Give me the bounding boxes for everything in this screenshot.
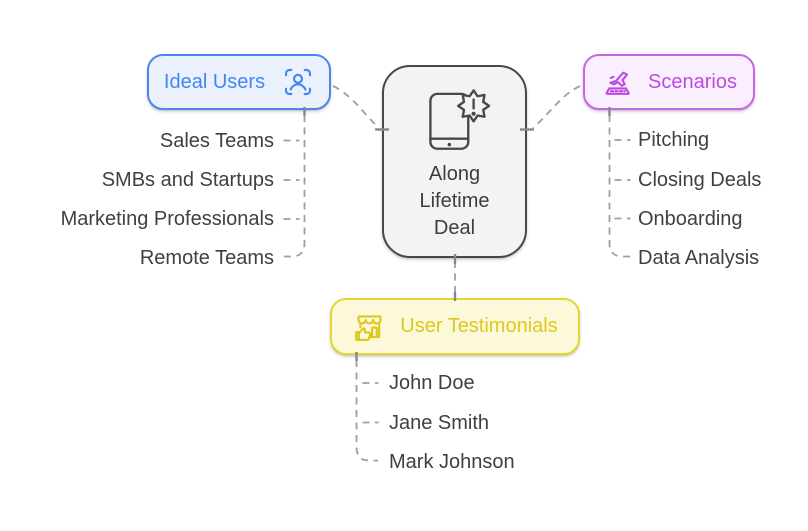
branch-node-ideal-users: Ideal Users <box>147 54 331 110</box>
branch-node-scenarios: Scenarios <box>583 54 755 110</box>
item-john-doe: John Doe <box>389 372 475 394</box>
central-title-line: Lifetime <box>419 190 490 212</box>
connector-testimonials-children <box>355 360 378 462</box>
item-pitching: Pitching <box>638 129 710 151</box>
connector-ideal-users-children <box>283 115 306 258</box>
central-title-line: Along <box>428 163 481 185</box>
item-data-analysis: Data Analysis <box>638 247 760 269</box>
plane-launchpad-icon <box>605 71 630 95</box>
item-jane-smith: Jane Smith <box>389 412 490 434</box>
connector-scenarios-to-center <box>532 85 581 129</box>
branch-label-user-testimonials: User Testimonials <box>400 315 558 337</box>
central-title-line: Deal <box>433 217 476 239</box>
smartphone-alert-icon <box>428 89 490 150</box>
item-onboarding: Onboarding <box>638 208 743 230</box>
branch-label-ideal-users: Ideal Users <box>163 70 266 93</box>
item-remote-teams: Remote Teams <box>139 247 274 269</box>
connector-scenarios-children <box>608 115 631 258</box>
storefront-thumbs-up-icon <box>355 315 382 342</box>
item-closing-deals: Closing Deals <box>638 169 762 191</box>
central-node-title: Along Lifetime Deal <box>419 161 489 242</box>
branch-label-scenarios: Scenarios <box>648 70 737 93</box>
user-focus-icon <box>285 68 312 96</box>
branch-node-user-testimonials: User Testimonials <box>330 298 580 355</box>
item-sales-teams: Sales Teams <box>159 130 274 152</box>
item-marketing-professionals: Marketing Professionals <box>60 208 274 230</box>
item-mark-johnson: Mark Johnson <box>389 451 515 473</box>
central-node: Along Lifetime Deal <box>382 65 527 258</box>
item-smbs-and-startups: SMBs and Startups <box>101 169 274 191</box>
connector-ideal-users-to-center <box>332 85 380 129</box>
